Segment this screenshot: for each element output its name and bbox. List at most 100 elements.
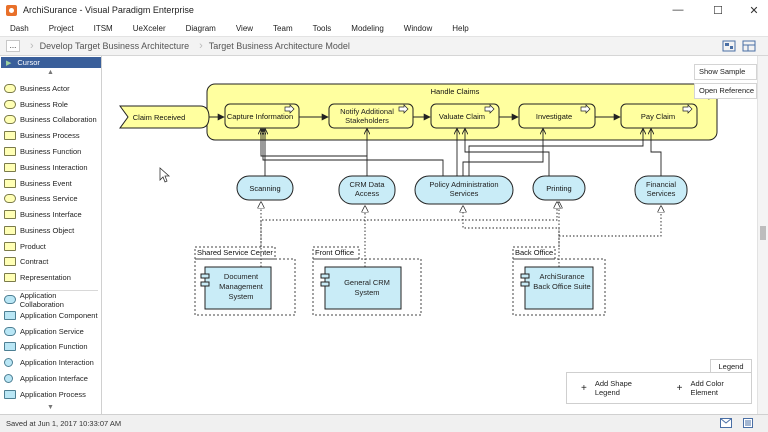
mail-icon[interactable] bbox=[720, 418, 732, 428]
claim-received-event[interactable]: Claim Received bbox=[119, 105, 210, 129]
menu-diagram[interactable]: Diagram bbox=[185, 23, 216, 33]
show-sample-button[interactable]: Show Sample bbox=[694, 64, 757, 80]
legend-tab[interactable]: Legend bbox=[710, 359, 752, 373]
breadcrumb-more-button[interactable]: ... bbox=[6, 40, 20, 52]
add-color-element-label: Add Color Element bbox=[690, 379, 724, 397]
business-actor-icon bbox=[4, 84, 16, 93]
service-policy-administration[interactable]: Policy Administration Services bbox=[414, 175, 514, 205]
open-reference-button[interactable]: Open Reference bbox=[694, 83, 757, 99]
process-arrow-icon bbox=[580, 104, 591, 114]
process-notify-additional-stakeholders[interactable]: Notify Additional Stakeholders bbox=[328, 103, 414, 129]
business-service-icon bbox=[4, 194, 16, 203]
process-valuate-claim[interactable]: Valuate Claim bbox=[430, 103, 500, 129]
palette-business-interface[interactable]: Business Interface bbox=[0, 207, 100, 222]
menu-help[interactable]: Help bbox=[452, 23, 469, 33]
palette-business-event[interactable]: Business Event bbox=[0, 176, 100, 191]
business-object-icon bbox=[4, 226, 16, 235]
realization-relations bbox=[261, 202, 661, 267]
breadcrumb: ... › Develop Target Business Architectu… bbox=[0, 36, 768, 56]
menu-project[interactable]: Project bbox=[48, 23, 74, 33]
scroll-up-icon[interactable]: ▲ bbox=[47, 69, 54, 76]
palette-business-role[interactable]: Business Role bbox=[0, 97, 100, 112]
minimize-button[interactable]: — bbox=[672, 4, 684, 16]
palette-product[interactable]: Product bbox=[0, 239, 100, 254]
add-shape-legend-button[interactable]: + Add Shape Legend bbox=[581, 379, 657, 397]
palette-business-service[interactable]: Business Service bbox=[0, 191, 100, 206]
service-label-wrap: CRM Data Access bbox=[349, 180, 384, 198]
location-shared-service-center[interactable]: Shared Service Center bbox=[194, 246, 296, 316]
component-archisurance-back-office-suite[interactable]: ArchiSurance Back Office Suite bbox=[520, 266, 594, 310]
title-bar: ArchiSurance - Visual Paradigm Enterpris… bbox=[0, 0, 768, 20]
component-label-wrap: ArchiSurance Back Office Suite bbox=[533, 272, 591, 291]
palette-business-interaction[interactable]: Business Interaction bbox=[0, 160, 100, 175]
service-printing[interactable]: Printing bbox=[532, 175, 586, 201]
menu-tools[interactable]: Tools bbox=[312, 23, 332, 33]
location-front-office[interactable]: Front Office bbox=[312, 246, 422, 316]
component-label: Document Management System bbox=[219, 272, 263, 301]
palette-application-process[interactable]: Application Process bbox=[0, 387, 100, 402]
menu-dash[interactable]: Dash bbox=[10, 23, 29, 33]
palette-application-collaboration[interactable]: Application Collaboration bbox=[0, 291, 100, 309]
palette-business-actor[interactable]: Business Actor bbox=[0, 81, 100, 96]
process-label: Capture Information bbox=[227, 112, 293, 121]
diagram-navigator-icon[interactable] bbox=[722, 40, 736, 52]
application-interface-icon bbox=[4, 374, 13, 383]
palette-business-function[interactable]: Business Function bbox=[0, 144, 100, 159]
app-logo-icon bbox=[6, 4, 17, 16]
location-label: Front Office bbox=[315, 248, 354, 257]
chevron-right-icon: › bbox=[30, 40, 34, 52]
process-label: Pay Claim bbox=[641, 112, 675, 121]
menu-bar: Dash Project ITSM UeXceler Diagram View … bbox=[0, 20, 768, 36]
maximize-button[interactable]: ☐ bbox=[713, 4, 723, 17]
canvas-vertical-scrollbar[interactable] bbox=[757, 56, 768, 414]
service-label-wrap: Policy Administration Services bbox=[429, 180, 498, 198]
palette-cursor-tool[interactable]: ▶ Cursor bbox=[1, 57, 101, 68]
palette-application-service[interactable]: Application Service bbox=[0, 324, 100, 339]
layout-icon[interactable] bbox=[742, 40, 756, 52]
business-function-icon bbox=[4, 147, 16, 156]
process-label-wrap: Notify Additional Stakeholders bbox=[340, 107, 394, 125]
service-scanning[interactable]: Scanning bbox=[236, 175, 294, 201]
menu-window[interactable]: Window bbox=[403, 23, 433, 33]
palette-business-collaboration[interactable]: Business Collaboration bbox=[0, 112, 100, 127]
process-investigate[interactable]: Investigate bbox=[518, 103, 596, 129]
component-label-wrap: Document Management System bbox=[219, 272, 263, 301]
service-financial-services[interactable]: Financial Services bbox=[634, 175, 688, 205]
application-process-icon bbox=[4, 390, 16, 399]
application-service-icon bbox=[4, 327, 16, 336]
business-interaction-icon bbox=[4, 163, 16, 172]
service-crm-data-access[interactable]: CRM Data Access bbox=[338, 175, 396, 205]
scroll-down-icon[interactable]: ▼ bbox=[47, 404, 54, 411]
breadcrumb-item[interactable]: › Develop Target Business Architecture bbox=[26, 40, 189, 52]
business-interface-icon bbox=[4, 210, 16, 219]
close-button[interactable]: ✕ bbox=[749, 4, 759, 17]
palette-cursor-label: Cursor bbox=[17, 58, 40, 67]
serving-relations bbox=[261, 129, 662, 176]
palette-application-function[interactable]: Application Function bbox=[0, 339, 100, 354]
document-icon[interactable] bbox=[742, 418, 754, 428]
menu-itsm[interactable]: ITSM bbox=[93, 23, 113, 33]
component-general-crm-system[interactable]: General CRM System bbox=[320, 266, 402, 310]
palette-application-interface[interactable]: Application Interface bbox=[0, 371, 100, 386]
menu-team[interactable]: Team bbox=[273, 23, 293, 33]
menu-uexceler[interactable]: UeXceler bbox=[132, 23, 166, 33]
palette-application-interaction[interactable]: Application Interaction bbox=[0, 355, 100, 370]
process-arrow-icon bbox=[682, 104, 693, 114]
diagram-canvas[interactable]: Handle Claims Claim Received Capture Inf… bbox=[103, 56, 757, 414]
application-collaboration-icon bbox=[4, 295, 16, 304]
palette-representation[interactable]: Representation bbox=[0, 270, 100, 285]
menu-modeling[interactable]: Modeling bbox=[351, 23, 384, 33]
breadcrumb-item[interactable]: › Target Business Architecture Model bbox=[195, 40, 350, 52]
palette-business-process[interactable]: Business Process bbox=[0, 128, 100, 143]
palette-contract[interactable]: Contract bbox=[0, 254, 100, 269]
process-arrow-icon bbox=[484, 104, 495, 114]
menu-view[interactable]: View bbox=[235, 23, 254, 33]
add-color-element-button[interactable]: + Add Color Element bbox=[677, 379, 751, 397]
component-document-management-system[interactable]: Document Management System bbox=[200, 266, 272, 310]
palette-application-component[interactable]: Application Component bbox=[0, 308, 100, 323]
process-capture-information[interactable]: Capture Information bbox=[224, 103, 300, 129]
scrollbar-thumb[interactable] bbox=[760, 226, 766, 240]
palette-business-object[interactable]: Business Object bbox=[0, 223, 100, 238]
component-label: ArchiSurance Back Office Suite bbox=[533, 272, 591, 291]
process-pay-claim[interactable]: Pay Claim bbox=[620, 103, 698, 129]
